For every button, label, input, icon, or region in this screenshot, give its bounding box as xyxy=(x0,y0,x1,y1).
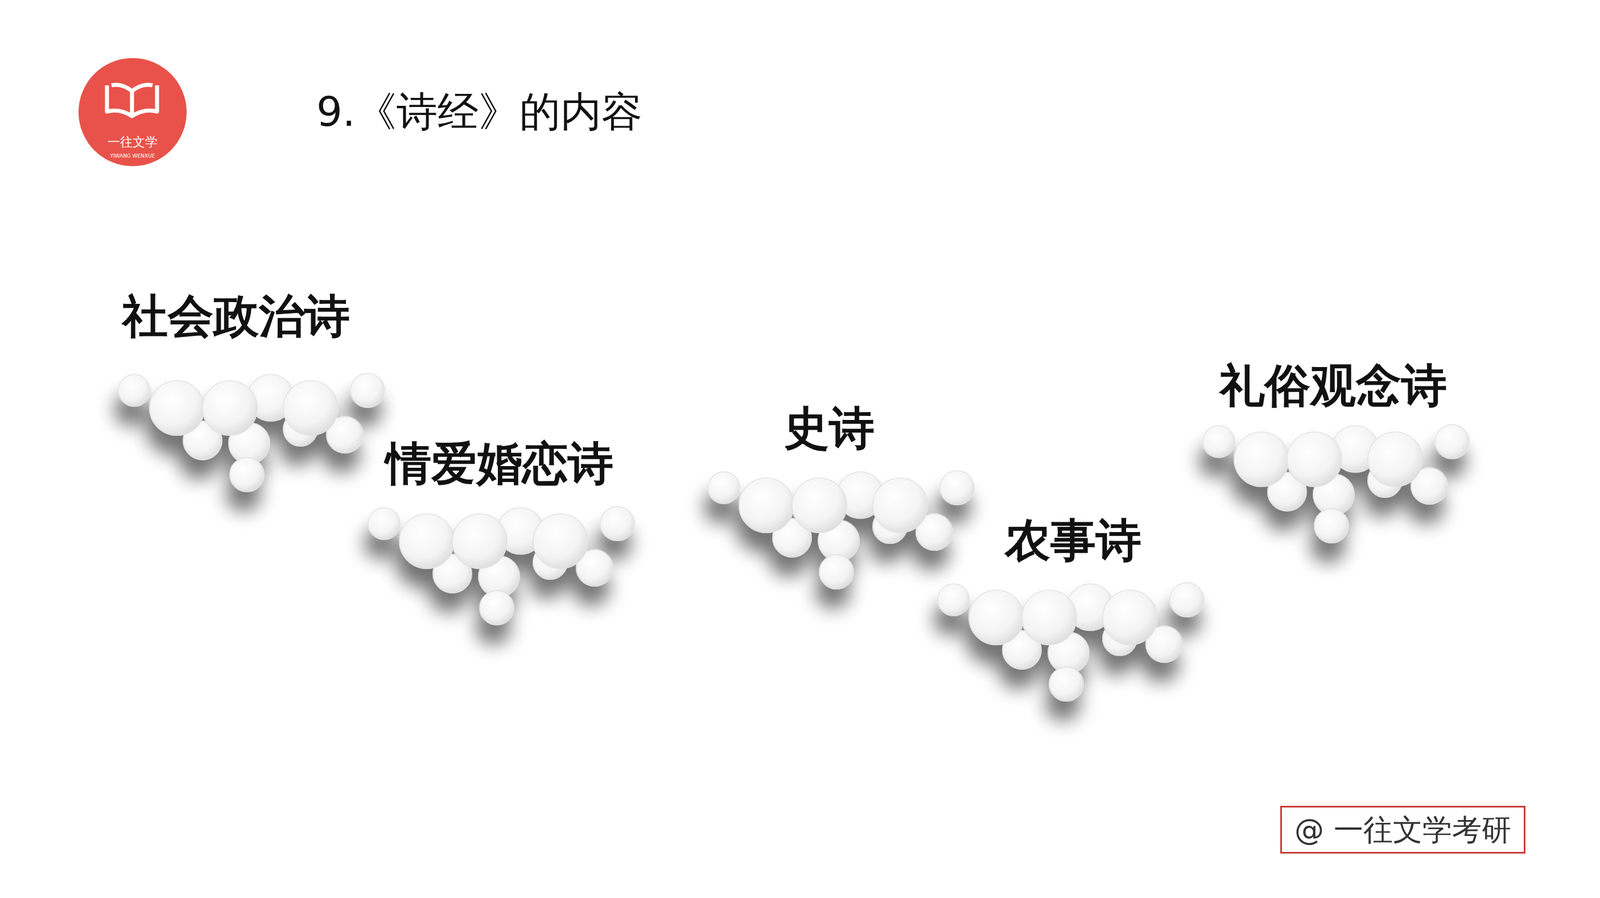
category-label: 礼俗观念诗 xyxy=(1219,359,1447,412)
bubble xyxy=(149,380,205,436)
title: 9.《诗经》的内容 xyxy=(316,85,643,139)
bubble xyxy=(533,513,588,569)
bubble xyxy=(739,477,794,533)
category-text: 史诗 xyxy=(783,402,875,455)
bubble-clusters xyxy=(118,373,1470,701)
category-label: 社会政治诗 xyxy=(122,290,350,343)
bubble xyxy=(939,470,975,505)
bubble xyxy=(968,590,1024,645)
category-label: 情爱婚恋诗 xyxy=(385,437,614,490)
bubble xyxy=(792,477,847,533)
bubble xyxy=(1169,582,1204,617)
logo-text: 一往文学 xyxy=(107,134,158,150)
bubble xyxy=(1314,508,1349,543)
bubble xyxy=(707,471,740,504)
bubble xyxy=(399,513,455,569)
bubble xyxy=(872,477,928,533)
bubble-cluster xyxy=(118,373,385,492)
logo-circle xyxy=(78,58,187,167)
bubble xyxy=(283,380,338,436)
category-text: 社会政治诗 xyxy=(122,290,350,343)
category-text: 礼俗观念诗 xyxy=(1219,359,1447,412)
category-label: 史诗 xyxy=(783,402,875,455)
bubble xyxy=(368,507,400,540)
bubble xyxy=(1021,590,1077,645)
bubble xyxy=(1367,431,1423,487)
category-label: 农事诗 xyxy=(1004,514,1142,567)
logo xyxy=(78,58,187,167)
bubble xyxy=(1049,666,1084,701)
bubble-cluster xyxy=(707,470,975,589)
bubble xyxy=(937,583,970,616)
bubble xyxy=(229,457,265,492)
bubble xyxy=(452,513,507,569)
bubble xyxy=(1234,431,1289,487)
category-text: 农事诗 xyxy=(1004,514,1142,567)
book-icon xyxy=(106,84,158,117)
bubble-cluster xyxy=(368,506,635,625)
bubble xyxy=(118,374,151,407)
bubble xyxy=(350,373,385,408)
bubble xyxy=(1287,431,1342,487)
bubble xyxy=(202,380,258,436)
logo-subtext: YIWANG WENXUE xyxy=(109,153,155,160)
category-text: 情爱婚恋诗 xyxy=(385,437,614,490)
bubble xyxy=(600,506,635,541)
bubble-cluster xyxy=(937,582,1204,701)
bubble xyxy=(1202,425,1235,458)
bubble xyxy=(479,590,514,625)
bubble xyxy=(819,554,854,589)
bubble xyxy=(1434,424,1470,459)
bubble xyxy=(1102,590,1158,645)
watermark: @ 一往文学考研 xyxy=(1280,805,1526,854)
bubble-cluster xyxy=(1202,424,1470,543)
